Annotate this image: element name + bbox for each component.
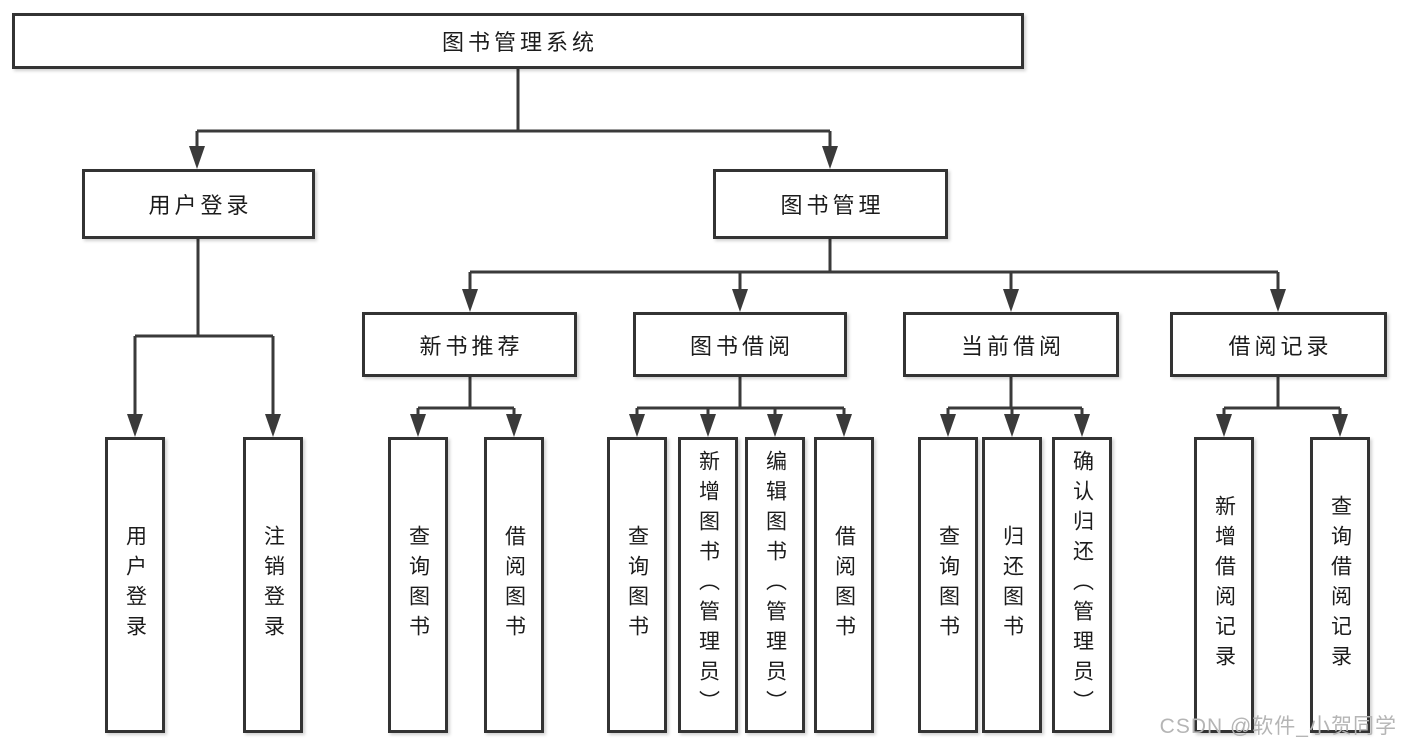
- leaf-borrow-add-book-admin: 新增图书（管理员）: [678, 437, 738, 733]
- leaf-current-return-book: 归还图书: [982, 437, 1042, 733]
- node-book-borrow: 图书借阅: [633, 312, 847, 377]
- csdn-watermark: CSDN @软件_小贺同学: [1159, 715, 1397, 738]
- leaf-current-confirm-return-admin: 确认归还（管理员）: [1052, 437, 1112, 733]
- connector-current-borrow-to-leaves: [940, 377, 1090, 437]
- connector-borrow-records-to-leaves: [1216, 377, 1348, 437]
- node-new-book-recommend: 新书推荐: [362, 312, 577, 377]
- leaf-borrow-borrow-book: 借阅图书: [814, 437, 874, 733]
- connector-new-book-to-leaves: [410, 377, 522, 437]
- leaf-logout: 注销登录: [243, 437, 303, 733]
- leaf-newbook-query-book: 查询图书: [388, 437, 448, 733]
- node-borrow-records: 借阅记录: [1170, 312, 1387, 377]
- connector-root-to-level2: [189, 69, 838, 169]
- node-root-library-system: 图书管理系统: [12, 13, 1024, 69]
- node-book-management: 图书管理: [713, 169, 948, 239]
- node-user-login: 用户登录: [82, 169, 315, 239]
- leaf-records-add-record: 新增借阅记录: [1194, 437, 1254, 733]
- leaf-records-query-record: 查询借阅记录: [1310, 437, 1370, 733]
- leaf-newbook-borrow-book: 借阅图书: [484, 437, 544, 733]
- node-current-borrow: 当前借阅: [903, 312, 1119, 377]
- leaf-borrow-edit-book-admin: 编辑图书（管理员）: [745, 437, 805, 733]
- leaf-user-login: 用户登录: [105, 437, 165, 733]
- connector-book-mgmt-to-level3: [462, 239, 1286, 312]
- connector-book-borrow-to-leaves: [629, 377, 852, 437]
- leaf-borrow-query-book: 查询图书: [607, 437, 667, 733]
- connector-user-login-to-leaves: [127, 239, 281, 437]
- leaf-current-query-book: 查询图书: [918, 437, 978, 733]
